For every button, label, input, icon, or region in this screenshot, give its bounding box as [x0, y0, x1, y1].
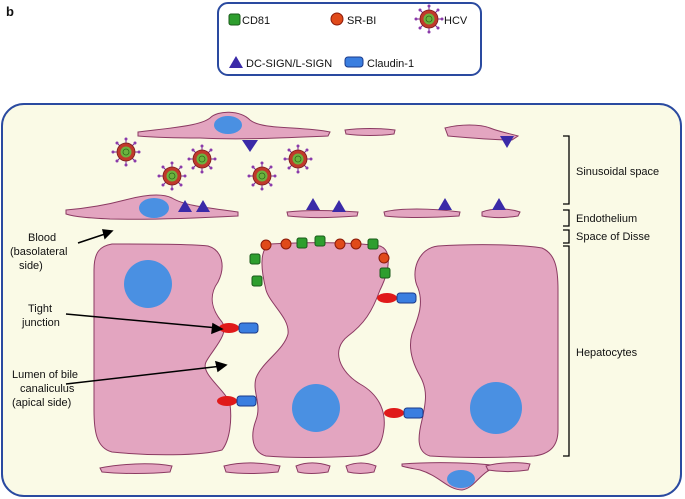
dcsign-receptor — [242, 140, 258, 152]
label-blood: Blood — [28, 232, 56, 244]
label-sinusoidal: Sinusoidal space — [576, 166, 659, 178]
dcsign-receptor — [492, 198, 506, 210]
label-lumen-3: (apical side) — [12, 397, 71, 409]
panel-label: b — [6, 4, 14, 19]
label-hepatocytes: Hepatocytes — [576, 347, 638, 359]
label-lumen: Lumen of bile — [12, 369, 78, 381]
label-endothelium: Endothelium — [576, 213, 637, 225]
tight-junction — [384, 407, 424, 419]
dcsign-icon — [229, 56, 243, 68]
right-brackets — [563, 135, 570, 457]
cd81-icon — [228, 13, 241, 26]
legend: CD81 SR-BI HCV DC-SIGN/L-SIGN Claudin-1 — [217, 2, 482, 76]
nucleus — [470, 382, 522, 434]
endothelium-bottom — [65, 194, 521, 220]
tight-junction — [219, 322, 259, 334]
legend-claudin: Claudin-1 — [367, 58, 414, 70]
srbi-icon — [330, 12, 344, 26]
legend-dcsign: DC-SIGN/L-SIGN — [246, 58, 332, 70]
label-blood-3: side) — [19, 260, 43, 272]
endothelium-top — [137, 111, 520, 141]
dcsign-receptor — [196, 200, 210, 212]
label-blood-2: (basolateral — [10, 246, 67, 258]
legend-srbi: SR-BI — [347, 15, 376, 27]
label-tight-2: junction — [21, 317, 60, 329]
dcsign-receptor — [332, 200, 346, 212]
label-disse: Space of Disse — [576, 231, 650, 243]
dcsign-receptor — [306, 198, 320, 210]
dcsign-receptor — [438, 198, 452, 210]
annotation-arrows — [65, 229, 228, 385]
label-tight: Tight — [28, 303, 52, 315]
tight-junction — [217, 395, 257, 407]
claudin-icon — [344, 56, 364, 68]
endothelium-lower — [99, 462, 531, 491]
legend-hcv: HCV — [444, 15, 468, 27]
hepatocyte-middle — [252, 242, 389, 458]
dcsign-receptor — [178, 200, 192, 212]
nucleus — [124, 260, 172, 308]
tight-junction — [377, 292, 417, 304]
srbi-cd81-chain — [249, 235, 391, 287]
legend-cd81: CD81 — [242, 15, 270, 27]
nucleus — [292, 384, 340, 432]
label-lumen-2: canaliculus — [20, 383, 75, 395]
dcsign-receptor — [500, 136, 514, 148]
left-labels: Blood (basolateral side) Tight junction … — [10, 232, 78, 409]
